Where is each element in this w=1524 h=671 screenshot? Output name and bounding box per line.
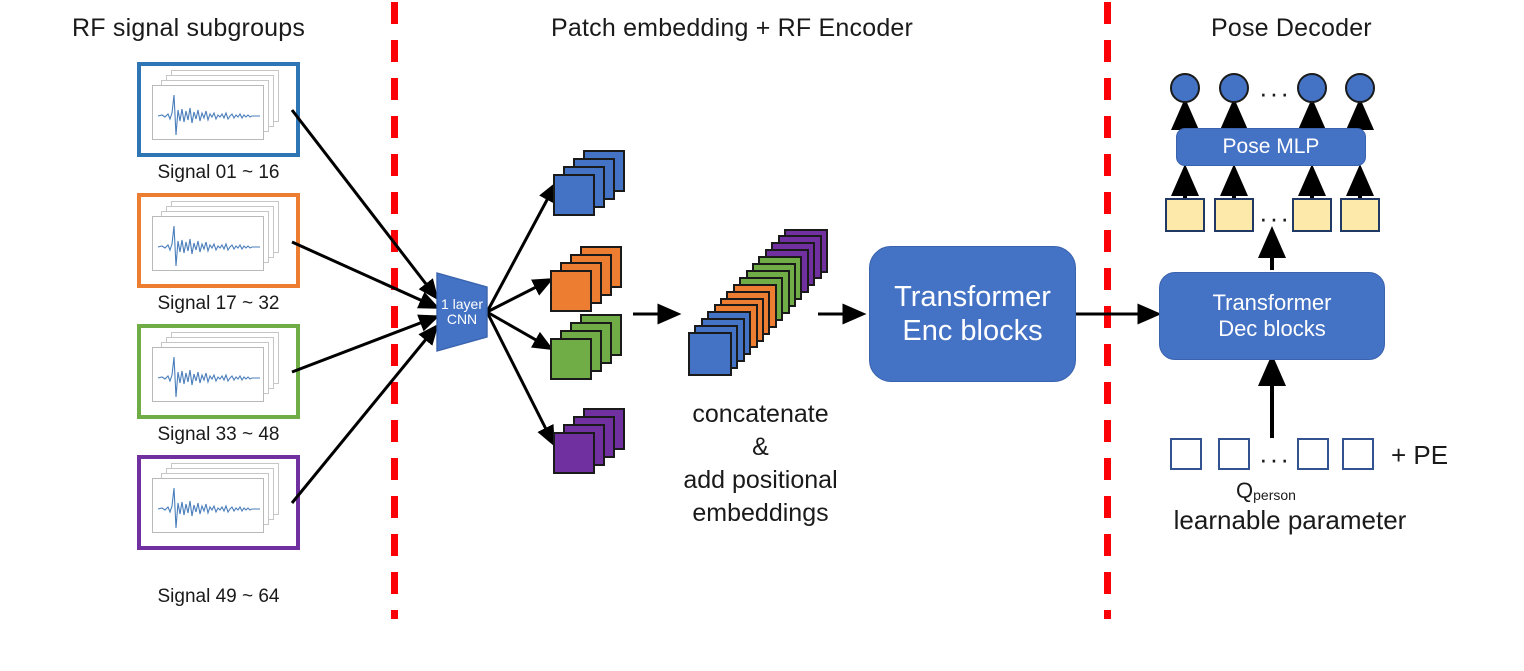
signal-card-front	[152, 347, 264, 402]
arrow-cnn-to-patch4	[485, 311, 555, 447]
section-title-pose-decoder: Pose Decoder	[1211, 14, 1372, 42]
output-joints-ellipsis: ···	[1259, 78, 1291, 108]
signal-card-front	[152, 478, 264, 533]
decoder-token-4[interactable]	[1340, 198, 1380, 232]
concatenated-token-sequence[interactable]	[688, 228, 828, 376]
arrow-group1-to-cnn	[290, 109, 439, 301]
signal-waveform-icon	[157, 487, 260, 529]
query-symbol: Qperson	[1236, 478, 1296, 504]
query-symbol-base: Q	[1236, 478, 1254, 503]
signal-group-box-3[interactable]	[137, 324, 300, 419]
concat-caption: concatenate & add positional embeddings	[683, 400, 838, 527]
patch-stack-purple[interactable]	[551, 408, 635, 480]
signal-waveform-icon	[157, 94, 260, 136]
cnn-trapezoid-shape	[436, 272, 488, 352]
transformer-encoder-block[interactable]: Transformer Enc blocks	[869, 246, 1076, 382]
query-symbol-subscript: person	[1253, 487, 1296, 503]
arrow-group3-to-cnn	[291, 314, 440, 374]
signal-group-box-4[interactable]	[137, 455, 300, 550]
signal-waveform-icon	[157, 356, 260, 398]
decoder-token-3[interactable]	[1292, 198, 1332, 232]
pose-mlp-block[interactable]: Pose MLP	[1176, 128, 1366, 166]
learnable-parameter-caption: learnable parameter	[1173, 505, 1407, 535]
pe-label: + PE	[1391, 440, 1449, 470]
arrow-group4-to-cnn	[290, 323, 439, 504]
patch-stack-green[interactable]	[548, 314, 632, 386]
signal-card-stack-4	[141, 459, 296, 546]
arrow-cnn-to-patch1	[485, 181, 557, 313]
signal-card-stack-3	[141, 328, 296, 415]
signal-group-label-4: Signal 49 ~ 64	[157, 586, 280, 607]
divider-right	[1104, 2, 1111, 619]
decoder-token-1[interactable]	[1165, 198, 1205, 232]
signal-card-stack-1	[141, 66, 296, 153]
patch-square-1	[553, 432, 595, 474]
arrow-cnn-to-patch3	[486, 310, 554, 351]
patch-square-1	[550, 270, 592, 312]
signal-group-label-2: Signal 17 ~ 32	[157, 293, 280, 314]
signal-card-front	[152, 85, 264, 140]
decoder-tokens-ellipsis: ···	[1259, 203, 1291, 233]
signal-group-box-2[interactable]	[137, 193, 300, 288]
query-square-1[interactable]	[1170, 438, 1202, 470]
divider-left	[391, 2, 398, 619]
query-square-3[interactable]	[1297, 438, 1329, 470]
arrow-cnn-to-patch2	[486, 278, 554, 314]
section-title-patch-embedding: Patch embedding + RF Encoder	[551, 14, 914, 42]
arrow-group2-to-cnn	[291, 240, 440, 309]
section-title-rf-signal-subgroups: RF signal subgroups	[72, 14, 306, 42]
signal-card-front	[152, 216, 264, 271]
query-square-4[interactable]	[1342, 438, 1374, 470]
signal-group-label-3: Signal 33 ~ 48	[157, 424, 280, 445]
output-joint-1[interactable]	[1170, 73, 1200, 103]
cnn-block[interactable]: 1 layer CNN	[436, 272, 488, 352]
output-joint-4[interactable]	[1345, 73, 1375, 103]
decoder-token-2[interactable]	[1214, 198, 1254, 232]
query-square-2[interactable]	[1218, 438, 1250, 470]
signal-waveform-icon	[157, 225, 260, 267]
query-ellipsis: ···	[1259, 444, 1291, 474]
output-joint-2[interactable]	[1219, 73, 1249, 103]
patch-stack-blue[interactable]	[551, 150, 635, 222]
patch-stack-orange[interactable]	[548, 246, 632, 318]
signal-card-stack-2	[141, 197, 296, 284]
sequence-token-1	[688, 332, 732, 376]
signal-group-box-1[interactable]	[137, 62, 300, 157]
patch-square-1	[550, 338, 592, 380]
output-joint-3[interactable]	[1297, 73, 1327, 103]
cnn-label: 1 layer CNN	[440, 296, 484, 327]
patch-square-1	[553, 174, 595, 216]
transformer-decoder-block[interactable]: Transformer Dec blocks	[1159, 272, 1385, 360]
signal-group-label-1: Signal 01 ~ 16	[157, 162, 280, 183]
